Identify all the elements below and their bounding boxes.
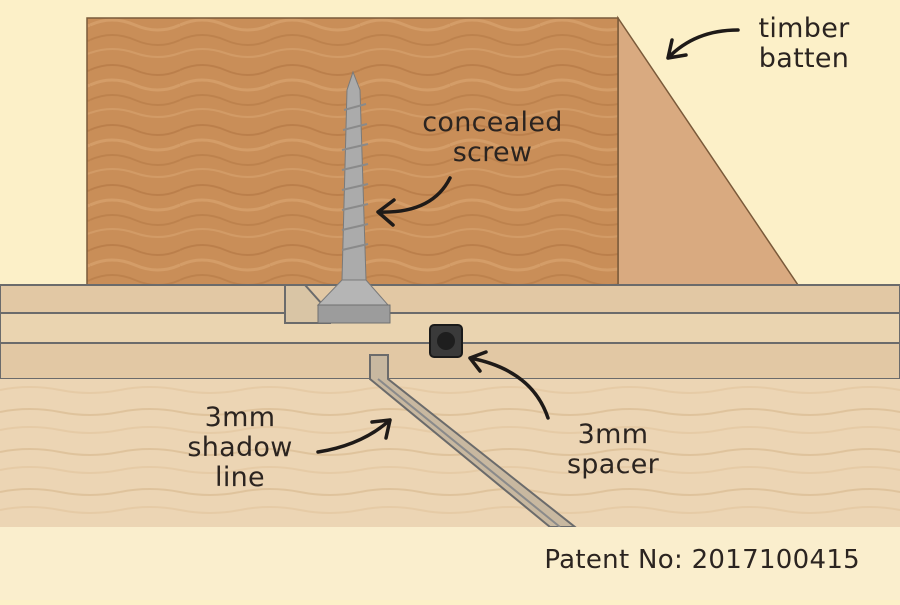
label-line: 3mm [577,419,649,450]
label-concealed-screw: concealed screw [400,108,585,168]
label-shadow-line: 3mm shadow line [170,403,310,493]
concealed-screw [316,70,391,324]
footer-band [0,527,900,600]
label-line: 3mm [204,402,276,433]
label-spacer: 3mm spacer [548,420,678,480]
patent-number: Patent No: 2017100415 [544,545,860,575]
label-line: line [215,462,265,493]
shadow-line-edge [377,378,561,528]
spacer [429,324,463,358]
panel-face [0,379,900,527]
label-line: timber [758,13,850,44]
label-line: shadow [187,432,293,463]
arrow-spacer [468,350,550,420]
arrow-shadow-line [316,418,392,454]
arrow-concealed-screw [376,176,452,227]
arrow-timber-batten [666,28,740,60]
label-line: batten [758,43,850,74]
label-line: concealed [422,107,563,138]
label-timber-batten: timber batten [745,14,863,74]
label-line: screw [452,137,533,168]
label-line: spacer [566,449,660,480]
